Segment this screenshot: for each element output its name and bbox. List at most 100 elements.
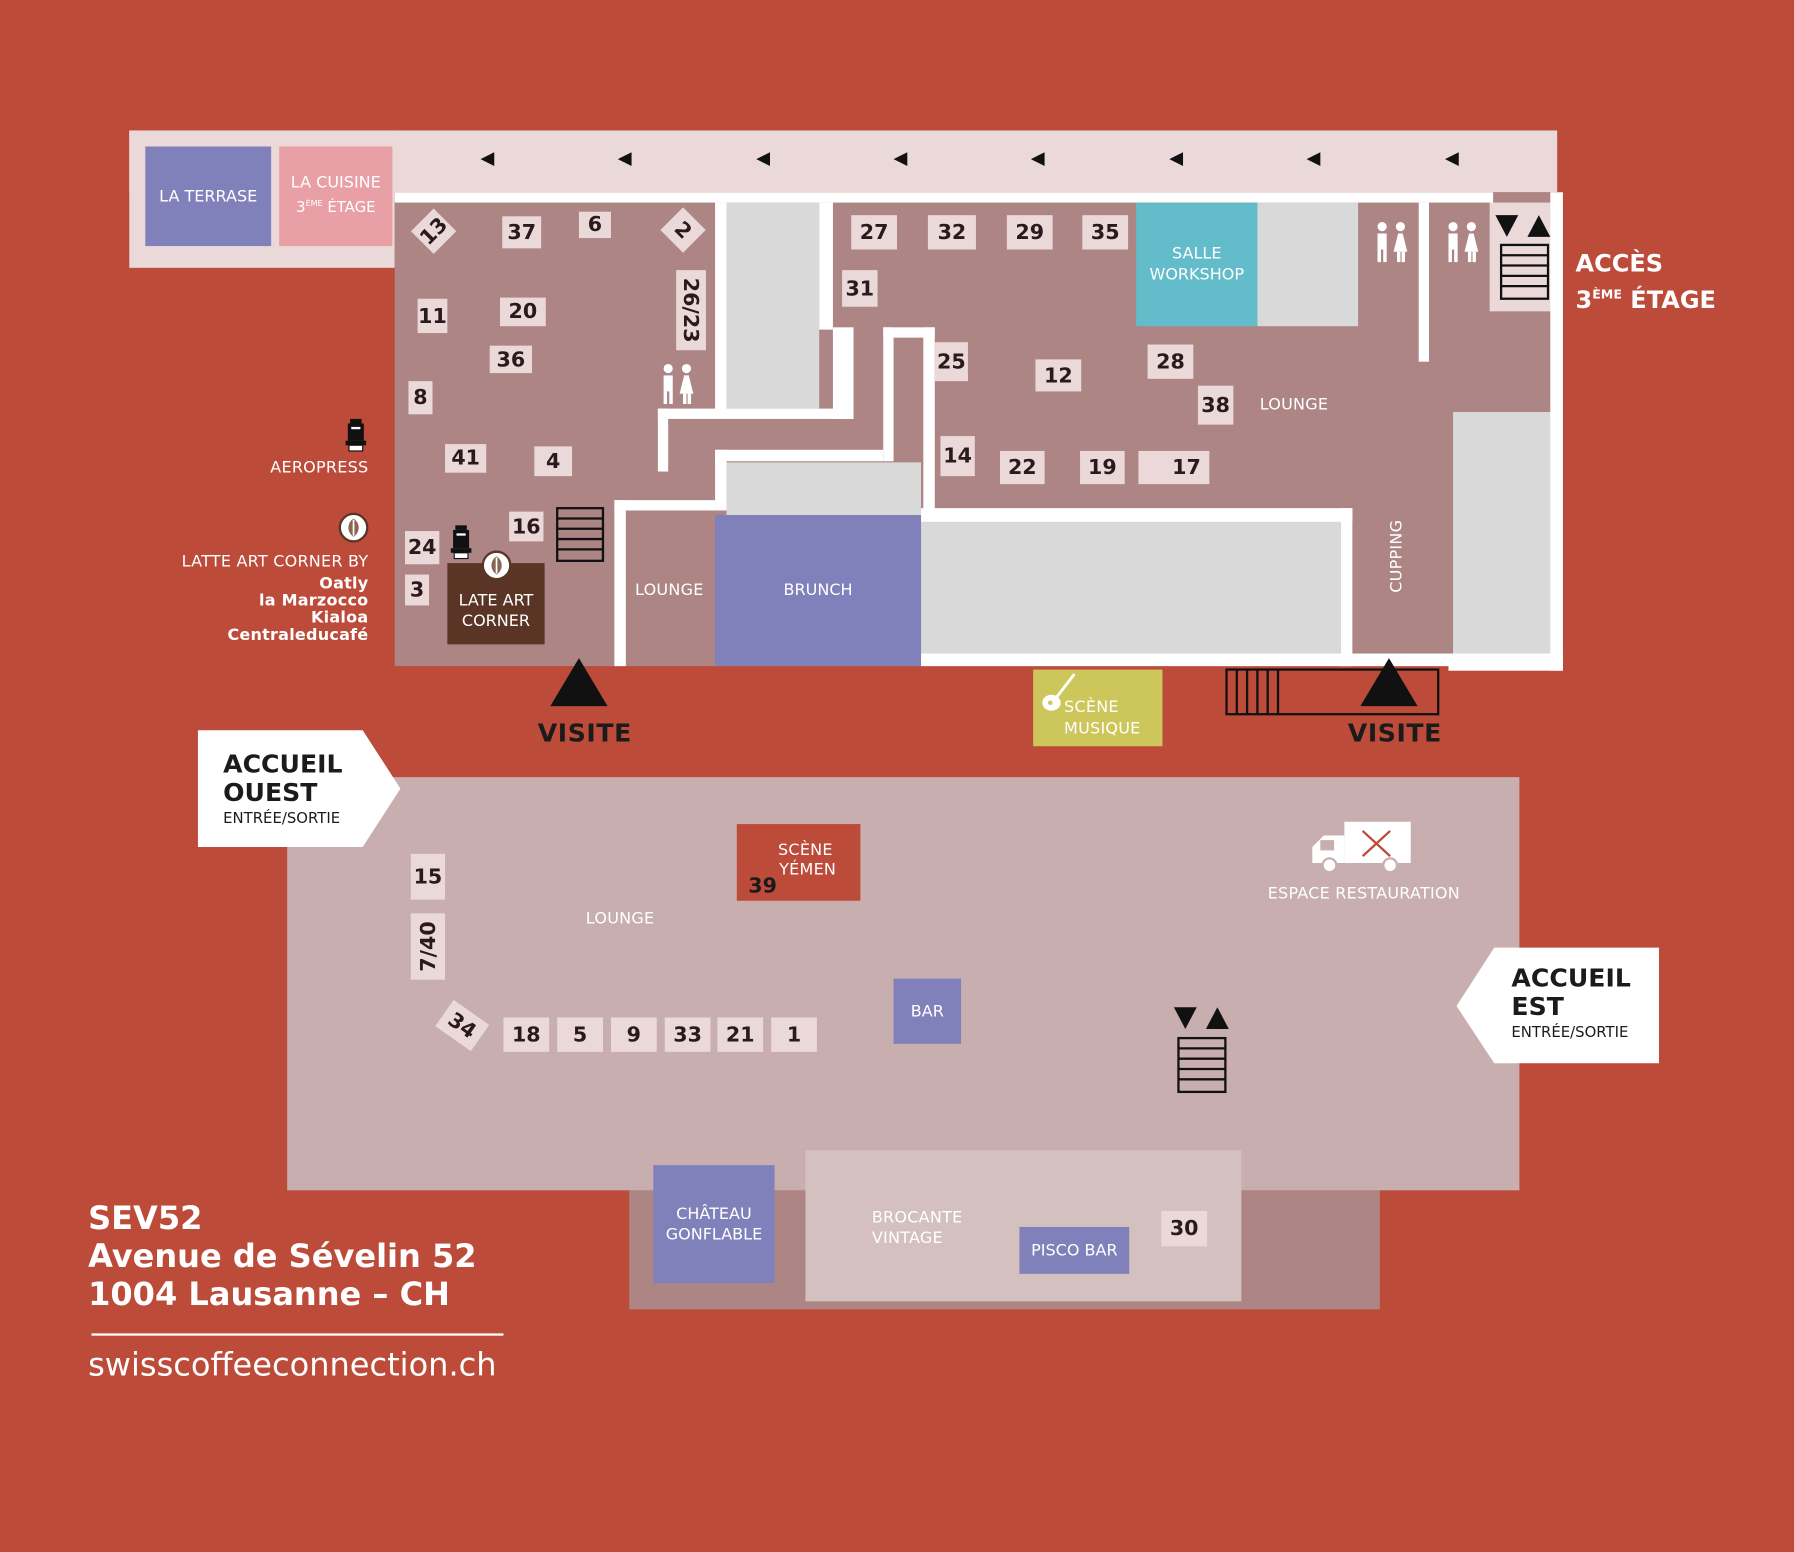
stand-28[interactable]: 28 [1147,344,1194,379]
latte-art-icon [338,512,369,543]
stand-6[interactable]: 6 [578,211,611,239]
stand-33[interactable]: 33 [664,1017,711,1052]
stand-26-23[interactable]: 26/23 [676,270,706,351]
stand-14[interactable]: 14 [940,436,975,477]
left-arrow-icon [617,152,632,166]
stand-3[interactable]: 3 [405,574,430,606]
pisco-bar-zone: PISCO BAR [1019,1226,1130,1274]
restroom-icon [663,363,694,405]
wall [657,408,854,419]
latte-sponsor-4: Centraleducafé [227,626,369,645]
visite-right-label: VISITE [1347,719,1442,749]
accueil-est-line2: EST [1511,993,1564,1023]
stand-1[interactable]: 1 [771,1017,817,1052]
stand-38[interactable]: 38 [1197,385,1234,425]
corridor-arrows [480,152,1459,166]
stand-31[interactable]: 31 [842,270,878,307]
left-arrow-icon [1445,152,1459,166]
accueil-ouest-line2: OUEST [223,779,318,809]
latte-sponsor-1: Oatly [319,574,369,593]
lounge-lower-label: LOUNGE [585,909,655,929]
stand-29[interactable]: 29 [1006,215,1053,250]
latte-art-title: LATTE ART CORNER BY [181,552,369,572]
restroom-icon [1377,222,1408,263]
stand-20[interactable]: 20 [499,297,546,327]
bar-label: BAR [910,1002,944,1021]
stairs-icon [556,507,605,562]
scene-yemen-zone: SCÈNE YÉMEN 39 [736,824,861,901]
stand-18[interactable]: 18 [503,1017,550,1052]
la-cuisine-label: LA CUISINE [290,174,381,193]
left-arrow-icon [1030,152,1045,166]
stand-32[interactable]: 32 [927,215,976,250]
wall [1340,508,1353,667]
stand-5[interactable]: 5 [557,1017,603,1052]
stand-27[interactable]: 27 [851,215,898,250]
stand-39[interactable]: 39 [748,874,777,899]
elevator-icon [1495,215,1551,237]
wall [715,202,727,411]
stand-9[interactable]: 9 [610,1017,657,1052]
wall [1550,192,1563,671]
wall [923,327,935,516]
chateau-label: CHÂTEAU [676,1204,752,1223]
stand-17[interactable]: 17 [1138,450,1210,485]
stand-15[interactable]: 15 [410,853,446,900]
stand-22[interactable]: 22 [999,450,1045,485]
stand-4[interactable]: 4 [534,446,573,477]
accueil-est-sub: ENTRÉE/SORTIE [1511,1024,1629,1042]
la-cuisine-zone: LA CUISINE 3ÈME ÉTAGE [279,146,393,247]
wall [715,449,884,462]
restroom-icon [1448,222,1479,263]
salle-label: SALLE [1172,244,1222,264]
website-link[interactable]: swisscoffeeconnection.ch [88,1345,497,1384]
brunch-label: BRUNCH [783,581,853,600]
wall [819,202,833,330]
wall [394,192,1494,203]
stand-8[interactable]: 8 [408,381,433,415]
address-divider [91,1333,504,1336]
stand-21[interactable]: 21 [717,1017,764,1052]
stand-37[interactable]: 37 [502,216,542,249]
stand-7-40[interactable]: 7/40 [410,913,446,980]
accueil-est-text: ACCUEIL EST ENTRÉE/SORTIE [1511,965,1630,1045]
wall [715,449,727,511]
left-arrow-icon [756,152,771,166]
scene-yemen-label-1: SCÈNE [778,841,833,860]
stand-35[interactable]: 35 [1082,215,1129,250]
stand-11[interactable]: 11 [417,298,448,334]
acces-3eme-etage: ACCÈS 3ÈME ÉTAGE [1575,247,1715,316]
accueil-est-line1: ACCUEIL [1511,964,1631,994]
accueil-ouest-text: ACCUEIL OUEST ENTRÉE/SORTIE [223,751,342,831]
stand-16[interactable]: 16 [509,511,544,542]
food-truck-icon [1312,821,1411,874]
stand-24[interactable]: 24 [405,531,440,565]
la-terrase-label: LA TERRASE [159,187,258,206]
wall [1448,659,1563,671]
guitar-icon [1042,673,1076,711]
wall [832,327,854,419]
brunch-zone: BRUNCH [715,515,922,667]
brocante-label-2: VINTAGE [871,1229,943,1248]
left-arrow-icon [480,152,495,166]
aeropress-icon [450,525,472,560]
espace-restauration-label: ESPACE RESTAURATION [1267,884,1460,904]
wall [657,408,669,472]
stand-30[interactable]: 30 [1161,1210,1208,1247]
visite-left-marker [550,658,608,707]
late-art-label: LATE ART [458,591,534,610]
cupping-label: CUPPING [1387,519,1407,593]
stand-19[interactable]: 19 [1080,450,1125,485]
aeropress-icon [345,418,367,452]
stairs-icon [1225,668,1440,716]
latte-sponsor-2: la Marzocco [259,591,369,611]
left-arrow-icon [893,152,908,166]
stand-12[interactable]: 12 [1035,359,1082,392]
accueil-ouest-sign [197,730,401,847]
stand-36[interactable]: 36 [489,345,533,374]
accueil-ouest-line1: ACCUEIL [223,750,343,780]
stand-41[interactable]: 41 [445,444,487,473]
stand-25[interactable]: 25 [934,342,968,382]
latte-sponsor-3: Kialoa [311,608,369,628]
